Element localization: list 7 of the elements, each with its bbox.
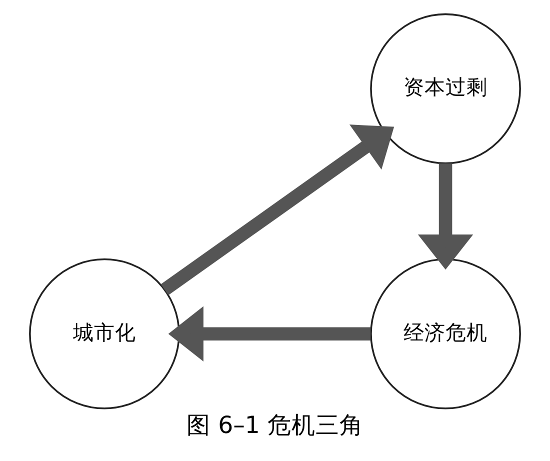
arrow [160, 124, 394, 296]
arrow [168, 306, 371, 362]
node-circle: 经济危机 [370, 258, 521, 410]
node-circle: 资本过剩 [370, 13, 521, 164]
caption: 图 6–1 危机三角 [186, 411, 364, 440]
arrow [418, 164, 474, 270]
node-circle: 城市化 [29, 258, 180, 410]
